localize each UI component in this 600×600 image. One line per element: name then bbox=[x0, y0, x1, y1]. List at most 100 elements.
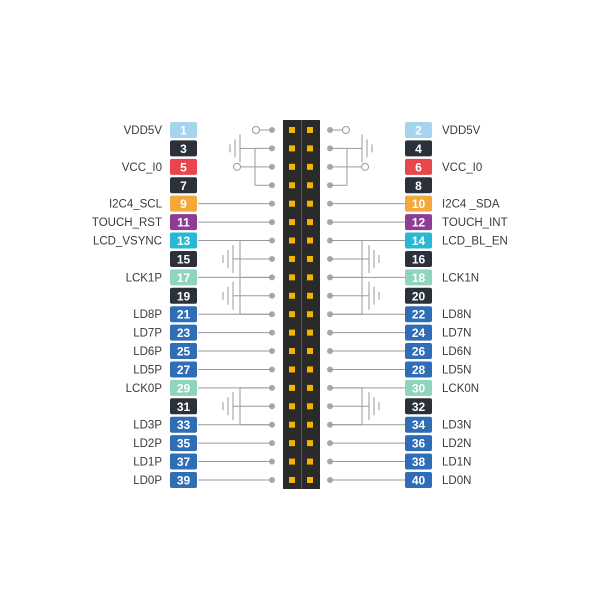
header-pin-28 bbox=[307, 366, 313, 373]
pin-number: 38 bbox=[412, 455, 426, 469]
pin-number: 21 bbox=[177, 308, 191, 322]
header-pin-15 bbox=[289, 255, 295, 262]
pin-number: 14 bbox=[412, 234, 426, 248]
pin-badge-8 bbox=[405, 177, 432, 194]
header-pin-12 bbox=[307, 219, 313, 226]
pin-number: 8 bbox=[415, 179, 422, 193]
pin-label: LCK1N bbox=[442, 272, 479, 284]
pin-number: 2 bbox=[415, 124, 422, 138]
pin-badge-18 bbox=[405, 269, 432, 286]
pin-number: 17 bbox=[177, 271, 191, 285]
pin-badge-33 bbox=[170, 416, 197, 433]
header-pin-25 bbox=[289, 348, 295, 355]
pin-label: LCD_VSYNC bbox=[93, 236, 162, 248]
pin-number: 22 bbox=[412, 308, 426, 322]
pin-label: LCD_BL_EN bbox=[442, 236, 508, 248]
pin-number: 34 bbox=[412, 418, 426, 432]
ground-icon bbox=[368, 392, 380, 421]
pin-badge-32 bbox=[405, 398, 432, 415]
pin-label: TOUCH_RST bbox=[92, 217, 162, 229]
pin-number: 25 bbox=[177, 345, 191, 359]
pin-label: LD5P bbox=[133, 364, 162, 376]
pin-label: LD1P bbox=[133, 457, 162, 469]
pin-badge-36 bbox=[405, 435, 432, 452]
pin-label: LD2N bbox=[442, 438, 471, 450]
pin-number: 6 bbox=[415, 160, 422, 174]
header-pin-38 bbox=[307, 458, 313, 465]
pin-badge-39 bbox=[170, 471, 197, 488]
ground-icon bbox=[361, 134, 373, 163]
pin-badge-14 bbox=[405, 232, 432, 249]
pin-label: LD3N bbox=[442, 420, 471, 432]
pin-number: 33 bbox=[177, 418, 191, 432]
pin-label: LD8P bbox=[133, 309, 162, 321]
pin-label: I2C4_SCL bbox=[109, 199, 163, 211]
pin-label: LD0P bbox=[133, 475, 162, 487]
pin-number: 30 bbox=[412, 381, 426, 395]
pin-number: 26 bbox=[412, 345, 426, 359]
header-pin-17 bbox=[289, 274, 295, 281]
pin-number: 29 bbox=[177, 381, 191, 395]
pin-badge-28 bbox=[405, 361, 432, 378]
pin-number: 11 bbox=[177, 216, 190, 230]
pin-number: 23 bbox=[177, 326, 191, 340]
pin-label: I2C4 _SDA bbox=[442, 199, 500, 211]
pin-number: 36 bbox=[412, 437, 426, 451]
pin-label: LD7N bbox=[442, 328, 471, 340]
header-pin-16 bbox=[307, 255, 313, 262]
header-pin-34 bbox=[307, 421, 313, 428]
pin-badge-29 bbox=[170, 379, 197, 396]
pin-badge-10 bbox=[405, 195, 432, 212]
pin-label: LD5N bbox=[442, 364, 471, 376]
pin-label: VCC_I0 bbox=[442, 162, 482, 174]
pin-badge-4 bbox=[405, 140, 432, 157]
header-pin-36 bbox=[307, 440, 313, 447]
pin-number: 9 bbox=[180, 197, 187, 211]
pin-number: 40 bbox=[412, 473, 426, 487]
pin-badge-13 bbox=[170, 232, 197, 249]
pin-label: TOUCH_INT bbox=[442, 217, 508, 229]
pin-number: 28 bbox=[412, 363, 426, 377]
ground-icon bbox=[222, 281, 234, 310]
header-pin-39 bbox=[289, 476, 295, 483]
header-pin-24 bbox=[307, 329, 313, 336]
pin-badge-1 bbox=[170, 122, 197, 138]
header-pin-1 bbox=[289, 127, 295, 133]
pin-number: 7 bbox=[180, 179, 187, 193]
header-pin-8 bbox=[307, 182, 313, 189]
pin-number: 32 bbox=[412, 400, 426, 414]
pin-label: LD2P bbox=[133, 438, 162, 450]
pin-label: LD1N bbox=[442, 457, 471, 469]
pin-badge-17 bbox=[170, 269, 197, 286]
pin-label: LD6P bbox=[133, 346, 162, 358]
ground-icon bbox=[368, 244, 380, 273]
pin-badge-21 bbox=[170, 306, 197, 323]
header-pin-31 bbox=[289, 403, 295, 410]
pin-number: 12 bbox=[412, 216, 426, 230]
pin-number: 16 bbox=[412, 252, 426, 266]
pin-badge-3 bbox=[170, 140, 197, 157]
header-pin-37 bbox=[289, 458, 295, 465]
pin-badge-15 bbox=[170, 250, 197, 267]
header-pin-2 bbox=[307, 127, 313, 133]
pin-badge-25 bbox=[170, 343, 197, 360]
header-pin-6 bbox=[307, 163, 313, 170]
header-pin-32 bbox=[307, 403, 313, 410]
pin-badge-9 bbox=[170, 195, 197, 212]
pin-number: 3 bbox=[180, 142, 187, 156]
pin-badge-2 bbox=[405, 122, 432, 138]
pin-number: 13 bbox=[177, 234, 191, 248]
header-pin-23 bbox=[289, 329, 295, 336]
pin-label: LD3P bbox=[133, 420, 162, 432]
pin-label: LD0N bbox=[442, 475, 471, 487]
header-pin-7 bbox=[289, 182, 295, 189]
header-pin-11 bbox=[289, 219, 295, 226]
pin-label: LCK0N bbox=[442, 383, 479, 395]
header-pin-29 bbox=[289, 384, 295, 391]
ground-icon bbox=[222, 392, 234, 421]
pin-badge-16 bbox=[405, 250, 432, 267]
pin-label: VDD5V bbox=[442, 125, 481, 137]
pin-number: 5 bbox=[180, 160, 187, 174]
pin-badge-38 bbox=[405, 453, 432, 470]
